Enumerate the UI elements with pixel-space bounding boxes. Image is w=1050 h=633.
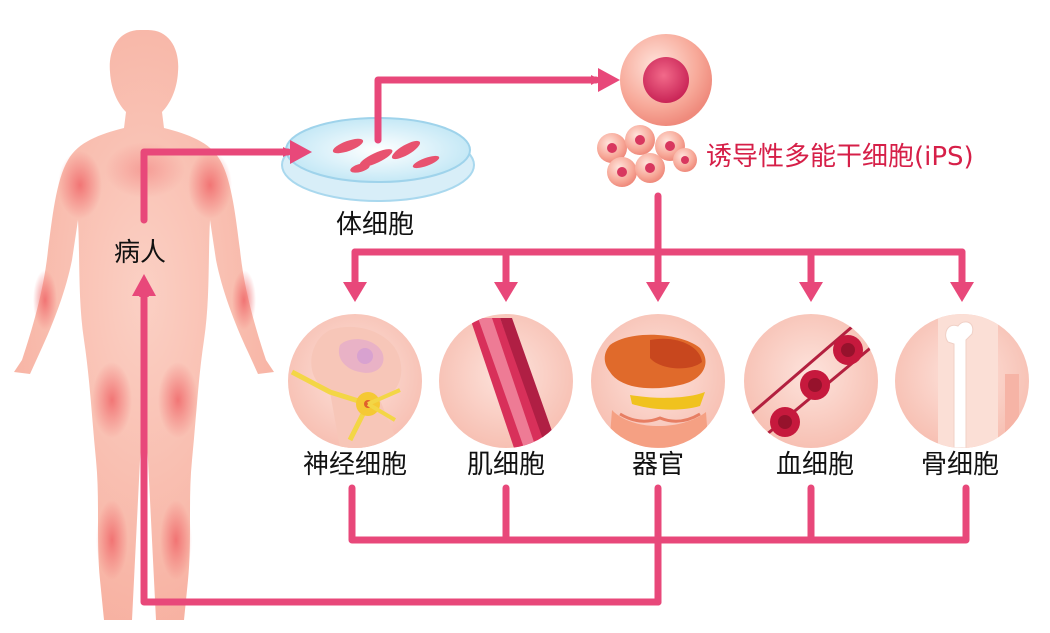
petri-dish-icon [281, 117, 475, 202]
arrow-dish-to-ips [374, 75, 601, 144]
bone-icon [895, 314, 1029, 448]
arrow-patient-to-dish [140, 147, 293, 224]
arrowheads [132, 68, 974, 302]
muscle-fiber-icon [439, 314, 573, 448]
arrow-return-to-patient [139, 287, 662, 606]
cell-type-label-bone: 骨细胞 [920, 450, 999, 480]
organs-icon [591, 314, 725, 448]
cell-type-label-muscle: 肌细胞 [466, 450, 545, 480]
cell-type-label-blood: 血细胞 [775, 450, 854, 480]
somatic-cell-label: 体细胞 [336, 210, 415, 240]
arrows [139, 75, 970, 606]
ips-cluster-icon [597, 125, 697, 187]
blood-cells-icon [744, 314, 878, 448]
cell-type-label-neuron: 神经细胞 [302, 450, 407, 480]
ips-cell-icon [620, 34, 712, 126]
cell-type-label-organ: 器官 [631, 450, 684, 480]
ips-cell-label: 诱导性多能干细胞(iPS) [706, 142, 974, 172]
neuron-icon [288, 314, 422, 448]
patient-label: 病人 [114, 238, 167, 268]
